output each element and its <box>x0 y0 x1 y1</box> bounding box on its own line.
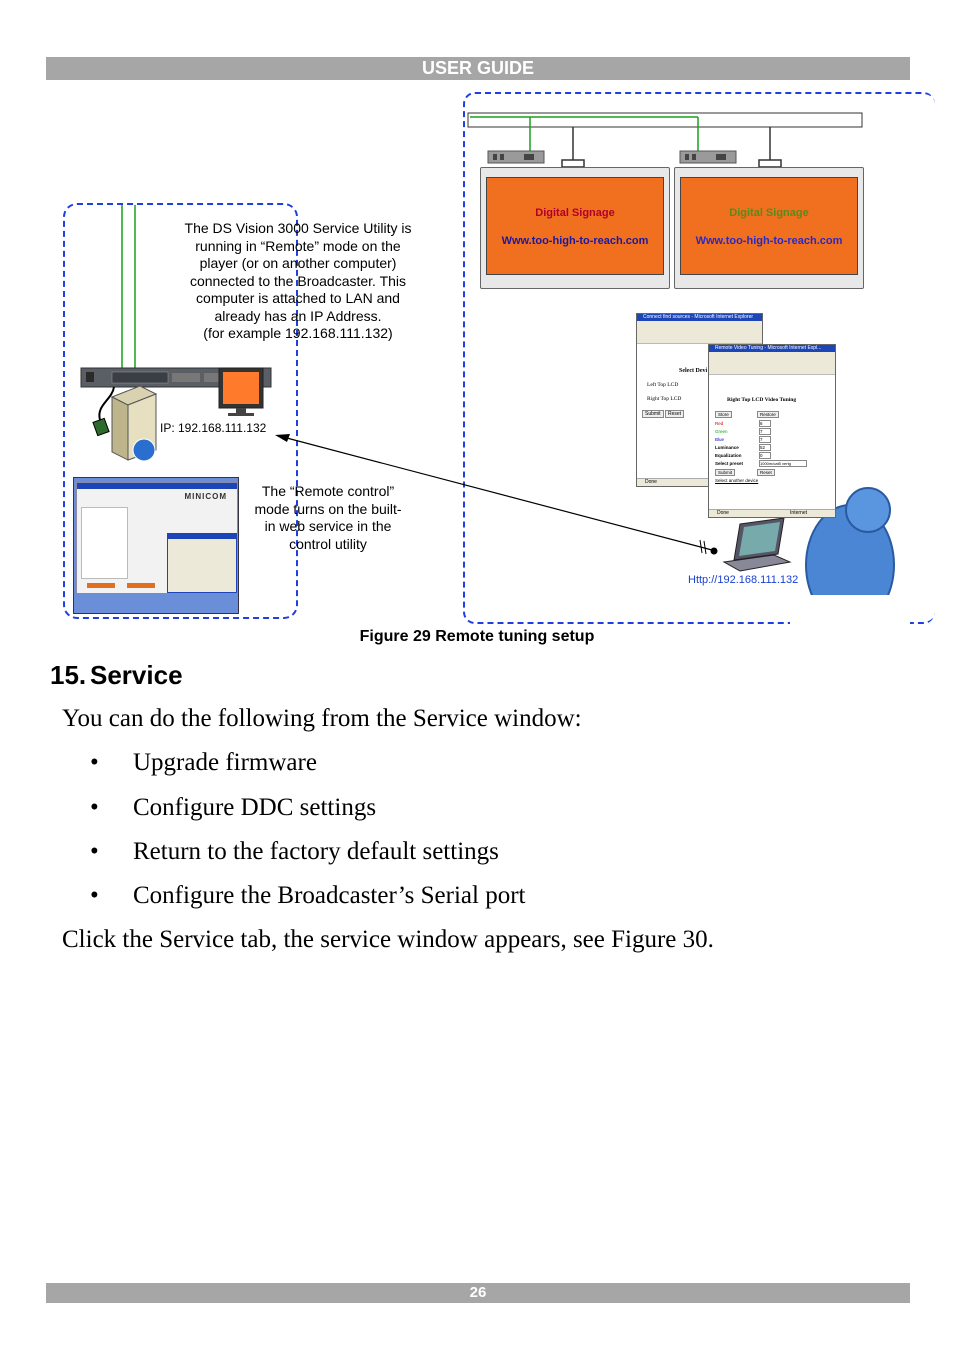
tuning-row-green-value: 7 <box>759 428 771 435</box>
browser-front-reset: Reset <box>757 469 775 476</box>
closing-paragraph: Click the Service tab, the service windo… <box>62 926 714 953</box>
browser-front-status-text: Done <box>717 510 729 516</box>
tuning-row-red-label: Red <box>715 421 724 426</box>
left-dashed-region <box>63 203 298 619</box>
annotation-remote-line-1: The “Remote control” <box>261 483 395 499</box>
ceiling-bar <box>467 112 863 128</box>
http-label: Http://192.168.111.132 <box>688 574 799 586</box>
tuning-row-blue-label: Blue <box>715 437 725 442</box>
tuning-row-equalization-value: 0 <box>759 452 771 459</box>
bullet-item: •Configure the Broadcaster’s Serial port <box>90 882 526 909</box>
browser-back-reset: Reset <box>665 410 685 418</box>
browser-front-store: Store <box>715 411 732 418</box>
browser-front-restore: Restore <box>757 411 779 418</box>
tuning-row-luminance-label: Luminance <box>715 445 739 450</box>
page-number: 26 <box>469 1284 487 1301</box>
signage-player-2 <box>679 150 737 164</box>
annotation-remote: The “Remote control” mode turns on the b… <box>243 483 413 553</box>
user-figure <box>790 487 910 635</box>
section-number: 15. <box>50 660 87 690</box>
bullet-text: Return to the factory default settings <box>133 838 499 865</box>
signage-screen-1: Digital Signage Www.too-high-to-reach.co… <box>486 177 664 275</box>
tuning-row-luminance-value: 52 <box>759 444 771 451</box>
utility-screenshot: MINICOM <box>73 477 239 614</box>
network-arrow-line <box>282 436 713 551</box>
tuning-row-equalization-label: Equalization <box>715 453 742 458</box>
section-heading: 15.Service <box>50 660 183 691</box>
annotation-utility-line-4: connected to the Broadcaster. This <box>189 272 407 289</box>
annotation-utility-line-3: player (or on another computer) <box>199 255 397 271</box>
browser-front-heading: Right Top LCD Video Tuning <box>727 397 797 403</box>
browser-back-title: Connect find sources - Microsoft Interne… <box>637 314 762 321</box>
tuning-row-blue-value: 7 <box>759 436 771 443</box>
browser-front-submit: Submit <box>715 469 736 476</box>
tuning-row-green-label: Green <box>715 429 728 434</box>
right-dashed-region <box>463 92 935 624</box>
annotation-utility-line-2: running in “Remote” mode on the <box>195 237 401 254</box>
browser-window-front: Remote Video Tuning - Microsoft Internet… <box>708 344 836 518</box>
signage-2-url: Www.too-high-to-reach.com <box>695 235 843 247</box>
ip-label: IP: 192.168.111.132 <box>160 421 267 435</box>
browser-front-link: Select another device <box>715 478 759 483</box>
tuning-row-preset-label: Select preset <box>715 461 744 466</box>
browser-front-title: Remote Video Tuning - Microsoft Internet… <box>709 345 835 352</box>
browser-back-status: Done <box>637 478 762 486</box>
connection-svg <box>80 112 910 635</box>
bullet-text: Configure the Broadcaster’s Serial port <box>133 882 526 909</box>
browser-back-submit: Submit <box>642 410 664 418</box>
tuning-row-preset-value: 1000m/cat5 vertg <box>759 460 807 467</box>
browser-front-status: Done Internet <box>709 509 835 517</box>
browser-back-option-1: Left Top LCD <box>647 382 679 388</box>
signage-2-title: Digital Signage <box>729 207 809 219</box>
annotation-utility-line-6: already has an IP Address. <box>214 307 382 324</box>
annotation-utility-line-7: (for example 192.168.111.132) <box>203 325 393 341</box>
bullet-item: •Configure DDC settings <box>90 794 377 821</box>
header-title: USER GUIDE <box>421 58 535 78</box>
annotation-remote-line-3: in web service in the <box>264 518 392 534</box>
network-arrow-head <box>275 434 290 442</box>
bullet-text: Configure DDC settings <box>133 794 377 821</box>
utility-brand: MINICOM <box>184 492 227 501</box>
browser-back-heading: Select Devi <box>679 368 708 374</box>
signage-screen-2: Digital Signage Www.too-high-to-reach.co… <box>680 177 858 275</box>
green-cables <box>121 116 699 370</box>
annotation-utility-line-5: computer is attached to LAN and <box>196 290 400 306</box>
bullet-text: Upgrade firmware <box>133 749 317 776</box>
server-icon <box>110 385 158 462</box>
annotation-utility-line-1: The DS Vision 3000 Service Utility is <box>184 220 412 236</box>
signage-player-1 <box>487 150 545 164</box>
annotation-utility: The DS Vision 3000 Service Utility is ru… <box>168 220 428 343</box>
figure-caption: Figure 29 Remote tuning setup <box>359 628 595 645</box>
signage-1-title: Digital Signage <box>535 207 615 219</box>
signage-1-url: Www.too-high-to-reach.com <box>501 235 649 247</box>
laptop-icon <box>722 517 792 572</box>
browser-back-option-2: Right Top LCD <box>647 396 682 402</box>
section-title: Service <box>90 660 183 690</box>
browser-front-zone: Internet <box>790 510 807 516</box>
intro-paragraph: You can do the following from the Servic… <box>62 705 582 732</box>
footer-bar: 26 <box>46 1283 910 1303</box>
annotation-remote-line-2: mode turns on the built- <box>254 500 402 517</box>
header-bar: USER GUIDE <box>46 57 910 80</box>
local-monitor <box>218 367 264 416</box>
bullet-item: •Upgrade firmware <box>90 749 317 776</box>
bullet-item: •Return to the factory default settings <box>90 838 499 865</box>
annotation-remote-line-4: control utility <box>289 535 367 552</box>
tuning-row-red-value: 6 <box>759 420 771 427</box>
